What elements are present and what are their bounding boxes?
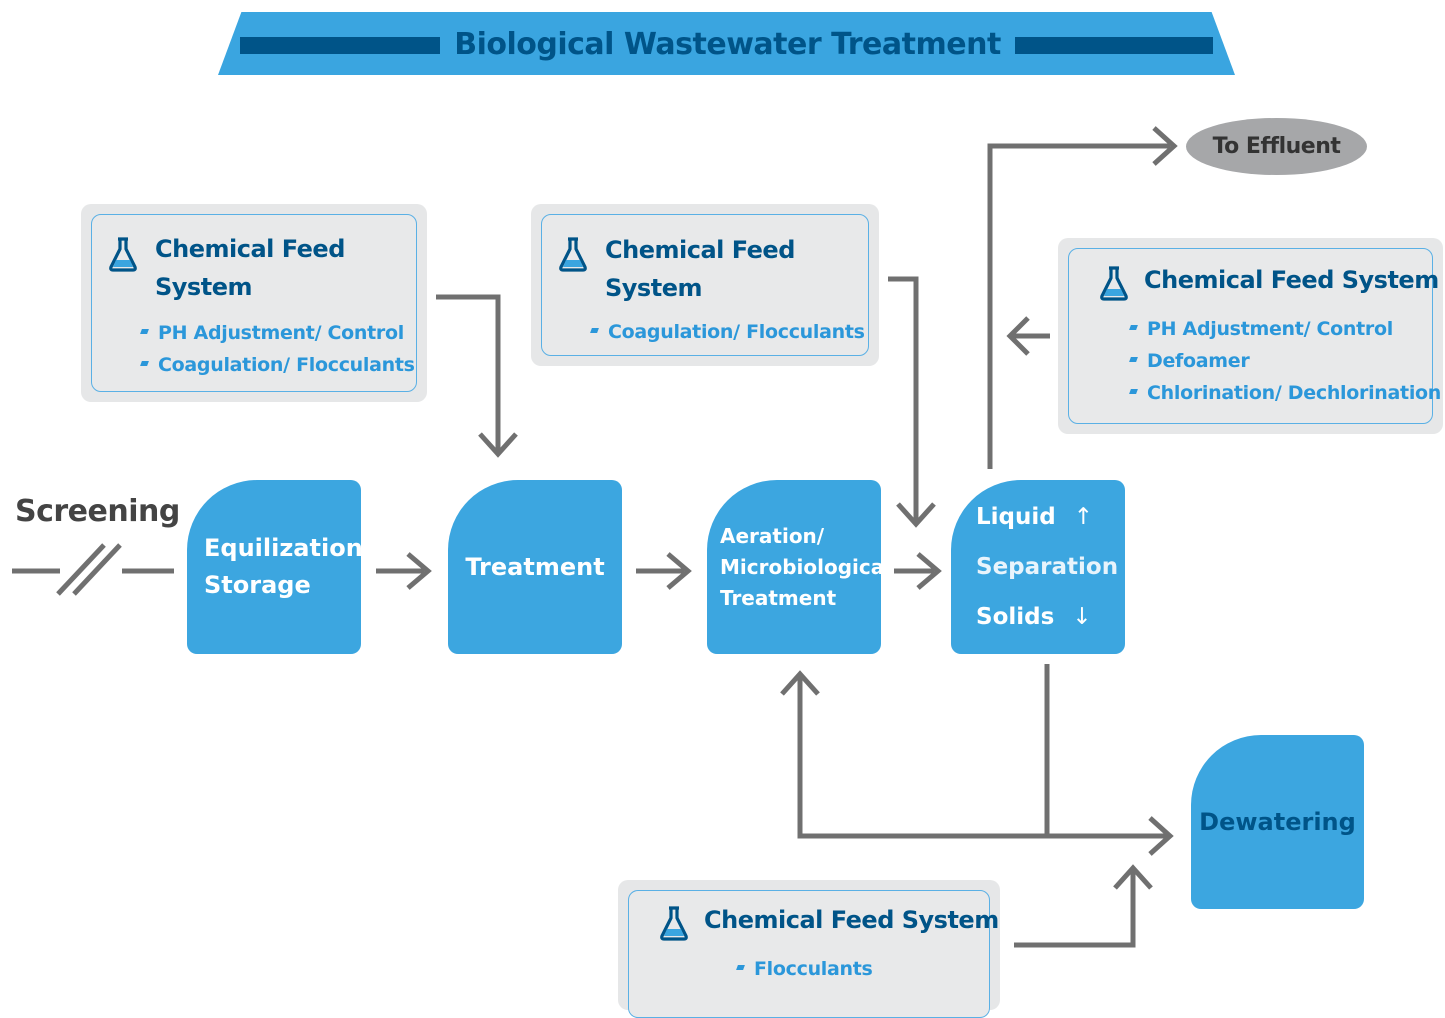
chemical-feed-item: Defoamer <box>1130 345 1441 377</box>
block-dewatering: Dewatering <box>1191 735 1364 909</box>
flask-icon <box>559 237 587 272</box>
separation-solids-row: Solids ↓ <box>976 602 1092 632</box>
separation-to-effluent-line <box>987 143 1170 469</box>
arrow-aeration-to-separation-head <box>916 552 942 590</box>
flask-icon <box>660 906 688 941</box>
effluent-terminal: To Effluent <box>1186 118 1367 175</box>
feed1-to-treatment-head <box>478 432 518 458</box>
feed4-to-dewatering-line <box>1014 870 1136 948</box>
to-dewatering-head <box>1148 816 1174 856</box>
chemical-feed-title-1: Chemical Feed System <box>155 235 345 301</box>
chemical-feed-items-1: PH Adjustment/ Control Coagulation/ Floc… <box>141 317 415 381</box>
arrow-treatment-to-aeration-head <box>666 552 692 590</box>
diagram-title: Biological Wastewater Treatment <box>440 22 1015 68</box>
block-dewatering-label: Dewatering <box>1199 808 1356 836</box>
block-treatment-label: Treatment <box>465 553 605 581</box>
separation-liquid-row: Liquid ↑ <box>976 502 1093 532</box>
feed2-to-separation-head <box>896 502 936 528</box>
banner-stripe-left <box>240 37 440 54</box>
block-equalization-label: Equilization/ Storage <box>204 534 372 599</box>
chemical-feed-items-4: Flocculants <box>737 953 873 985</box>
separation-solids-label: Solids <box>976 604 1055 630</box>
screening-break-1 <box>56 543 106 596</box>
flow-connectors <box>12 126 1178 948</box>
chemical-feed-items-3: PH Adjustment/ Control Defoamer Chlorina… <box>1130 313 1441 409</box>
block-aeration: Aeration/ Microbiological Treatment <box>707 480 891 654</box>
chemical-feed-title-3: Chemical Feed System <box>1144 266 1439 294</box>
chemical-feed-box-2: Chemical Feed System Coagulation/ Floccu… <box>531 204 879 366</box>
recycle-arrow-head <box>780 670 820 696</box>
block-aeration-label: Aeration/ Microbiological Treatment <box>720 523 892 610</box>
flask-icon <box>1100 266 1128 301</box>
screening-label: Screening <box>15 494 180 529</box>
chemical-feed-item: PH Adjustment/ Control <box>1130 313 1441 345</box>
chemical-feed-box-1: Chemical Feed System PH Adjustment/ Cont… <box>81 204 427 402</box>
block-treatment: Treatment <box>448 480 622 654</box>
block-equalization: Equilization/ Storage <box>187 480 372 654</box>
chemical-feed-item: PH Adjustment/ Control <box>141 317 415 349</box>
banner-stripe-right <box>1015 37 1213 54</box>
separation-label: Separation <box>976 554 1119 580</box>
chemical-feed-item: Coagulation/ Flocculants <box>591 316 865 348</box>
chemical-feed-item: Flocculants <box>737 953 873 985</box>
chemical-feed-item: Coagulation/ Flocculants <box>141 349 415 381</box>
chemical-feed-items-2: Coagulation/ Flocculants <box>591 316 865 348</box>
block-separation: Liquid ↑ Separation Solids ↓ <box>951 480 1125 654</box>
feed4-to-dewatering-head <box>1113 864 1153 890</box>
chemical-feed-box-4: Chemical Feed System Flocculants <box>618 880 1000 1018</box>
chemical-feed-item: Chlorination/ Dechlorination <box>1130 377 1441 409</box>
separation-liquid-label: Liquid <box>976 504 1056 530</box>
screening-break-2 <box>72 543 122 596</box>
effluent-label: To Effluent <box>1212 134 1341 159</box>
chemical-feed-box-3: Chemical Feed System PH Adjustment/ Cont… <box>1058 238 1443 434</box>
recycle-and-dewatering-line <box>797 676 1168 839</box>
chemical-feed-title-4: Chemical Feed System <box>704 906 999 934</box>
solids-down-arrow-icon: ↓ <box>1072 604 1092 630</box>
feed1-to-treatment-line <box>436 294 501 452</box>
liquid-up-arrow-icon: ↑ <box>1073 504 1094 530</box>
flask-icon <box>109 237 137 272</box>
feed3-arrow-head <box>1006 316 1030 356</box>
separation-to-effluent-head <box>1152 126 1178 166</box>
feed2-to-separation-line <box>888 276 919 522</box>
arrow-eq-to-treatment-head <box>406 552 432 590</box>
chemical-feed-title-2: Chemical Feed System <box>605 236 795 302</box>
